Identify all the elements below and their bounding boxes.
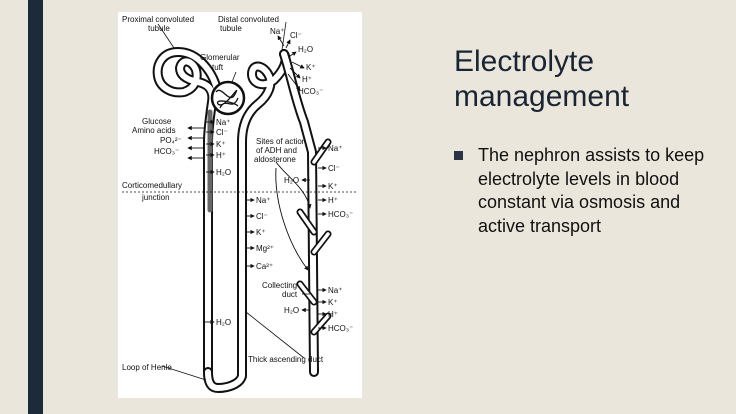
label-distal-ion-1: Cl⁻ bbox=[290, 31, 302, 40]
label-collect-ion-3: HCO₃⁻ bbox=[328, 324, 353, 333]
label-collect-ion-1: K⁺ bbox=[328, 298, 338, 307]
label-proximal-1: Proximal convoluted bbox=[122, 15, 194, 24]
label-asc-ion-2: K⁺ bbox=[256, 228, 266, 237]
label-desc-h2o: H₂O bbox=[216, 318, 231, 327]
slide-title: Electrolyte management bbox=[454, 45, 630, 113]
label-left-out-4: H₂O bbox=[216, 168, 231, 177]
label-distal-1: Distal convoluted bbox=[218, 15, 279, 24]
label-left-in-3: HCO₃⁻ bbox=[154, 147, 179, 156]
label-asc-ion-3: Mg²⁺ bbox=[256, 244, 274, 253]
label-right-top-3: H⁺ bbox=[328, 196, 338, 205]
bullet-text: The nephron assists to keep electrolyte … bbox=[478, 145, 705, 236]
label-left-out-1: Cl⁻ bbox=[216, 128, 228, 137]
label-collecting-1: Collecting bbox=[262, 281, 297, 290]
nephron-diagram: Proximal convoluted tubule Distal convol… bbox=[118, 12, 362, 398]
bullet-item: The nephron assists to keep electrolyte … bbox=[454, 144, 724, 238]
label-left-out-3: H⁺ bbox=[216, 151, 226, 160]
label-distal-ion-0: Na⁺ bbox=[270, 27, 284, 36]
label-asc-ion-0: Na⁺ bbox=[256, 196, 270, 205]
label-adh-1: Sites of action bbox=[256, 137, 306, 146]
label-distal-ion-5: HCO₃⁻ bbox=[298, 87, 323, 96]
label-left-out-0: Na⁺ bbox=[216, 118, 230, 127]
label-adh-3: aldosterone bbox=[254, 155, 296, 164]
label-distal-2: tubule bbox=[220, 24, 242, 33]
accent-bar bbox=[28, 0, 43, 414]
label-distal-ion-3: K⁺ bbox=[306, 63, 316, 72]
label-asc-ion-1: Cl⁻ bbox=[256, 212, 268, 221]
label-left-in-2: PO₄²⁻ bbox=[160, 136, 182, 145]
label-distal-ion-4: H⁺ bbox=[302, 75, 312, 84]
label-glomerular-1: Glomerular bbox=[200, 53, 240, 62]
nephron-svg: Proximal convoluted tubule Distal convol… bbox=[122, 15, 358, 393]
label-right-top-0: Na⁺ bbox=[328, 144, 342, 153]
label-junction-1: Corticomedullary bbox=[122, 181, 182, 190]
label-loop: Loop of Henle bbox=[122, 363, 172, 372]
label-right-top-1: Cl⁻ bbox=[328, 164, 340, 173]
label-left-out-2: K⁺ bbox=[216, 140, 226, 149]
label-collecting-2: duct bbox=[282, 290, 298, 299]
glomerulus bbox=[210, 80, 246, 116]
label-left-in-1: Amino acids bbox=[132, 126, 176, 135]
label-proximal-2: tubule bbox=[148, 24, 170, 33]
label-collect-h2o: H₂O bbox=[284, 306, 299, 315]
label-asc-ion-4: Ca²⁺ bbox=[256, 262, 273, 271]
label-collect-ion-2: H⁺ bbox=[328, 310, 338, 319]
label-right-top-2: K⁺ bbox=[328, 182, 338, 191]
label-right-top-4: HCO₃⁻ bbox=[328, 210, 353, 219]
label-junction-2: junction bbox=[141, 193, 170, 202]
label-adh-2: of ADH and bbox=[256, 146, 297, 155]
label-glomerular-2: tuft bbox=[212, 63, 224, 72]
label-left-in-0: Glucose bbox=[142, 117, 172, 126]
label-thick: Thick ascending duct bbox=[248, 355, 324, 364]
label-right-h2o: H₂O bbox=[284, 176, 299, 185]
label-distal-ion-2: H₂O bbox=[298, 45, 313, 54]
label-collect-ion-0: Na⁺ bbox=[328, 286, 342, 295]
bullet-square-icon bbox=[454, 151, 463, 160]
